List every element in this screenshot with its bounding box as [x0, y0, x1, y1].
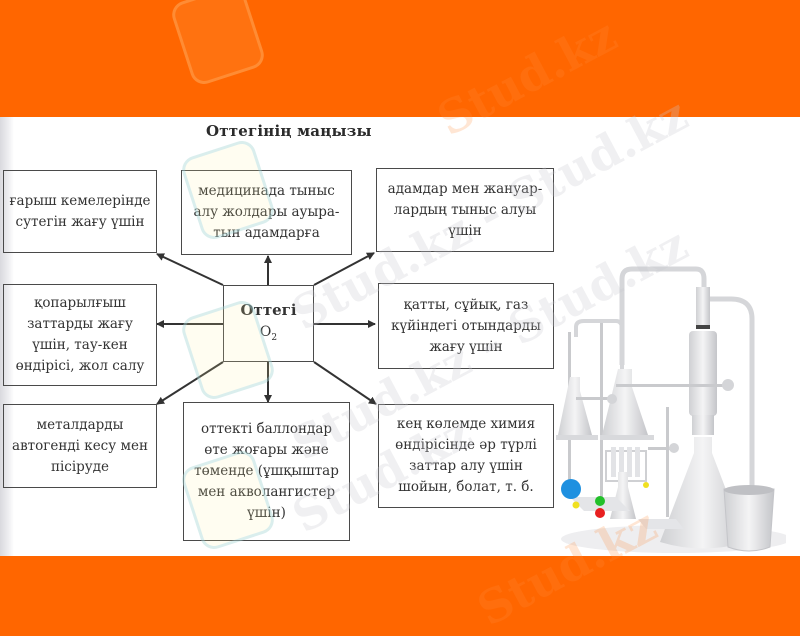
- box-text-line: металдарды: [36, 416, 124, 433]
- box-text-line: оттекті баллондар: [200, 421, 333, 437]
- box-text-line: алу жолдары ауыра-: [193, 204, 340, 220]
- box-text-line: үшін, тау-кен: [32, 337, 128, 353]
- box-fuels: қатты, сұйық, газ күйіндегі отындарды жа…: [378, 283, 554, 369]
- box-text-line: жағу үшін: [429, 338, 503, 355]
- center-name: Оттегі: [240, 300, 297, 319]
- formula-base: O: [259, 323, 272, 340]
- slide-content: Оттегінің маңызы ғарыш кеме: [0, 87, 800, 556]
- formula-sub: 2: [271, 332, 278, 343]
- box-text-line: үшін: [448, 222, 482, 239]
- top-orange-band: [0, 0, 800, 117]
- box-text-line: өте жоғары және: [204, 442, 329, 458]
- box-text-line: сутегін жағу үшін: [15, 213, 145, 230]
- box-space-ships: ғарыш кемелерінде сутегін жағу үшін: [3, 170, 157, 253]
- box-breathing: адамдар мен жануар- лардың тыныс алуы үш…: [376, 168, 554, 252]
- box-text-line: лардың тыныс алуы: [393, 201, 537, 218]
- lab-glassware-illustration: [556, 266, 786, 553]
- box-oxygen-cylinders: оттекті баллондар өте жоғары және төменд…: [183, 402, 350, 541]
- box-text-line: ғарыш кемелерінде: [9, 192, 151, 209]
- diagram-title: Оттегінің маңызы: [206, 122, 372, 140]
- center-box-oxygen: Оттегі O2: [223, 285, 314, 362]
- box-text-line: медицинада тыныс: [198, 183, 335, 199]
- box-text-line: қопарылғыш: [34, 295, 126, 311]
- blue-ball: [561, 479, 581, 499]
- bottom-orange-band: [0, 556, 800, 600]
- box-text-line: төменде (ұшқыштар: [194, 463, 339, 479]
- box-text-line: үшін): [247, 505, 286, 521]
- box-text-line: мен акволангистер: [197, 484, 336, 500]
- box-text-line: өндірісі, жол салу: [15, 358, 145, 374]
- box-text-line: қатты, сұйық, газ: [403, 296, 529, 313]
- box-text-line: күйіндегі отындарды: [391, 317, 541, 334]
- box-text-line: адамдар мен жануар-: [387, 180, 543, 197]
- box-text-line: заттарды жағу: [27, 316, 133, 332]
- box-text-line: шойын, болат, т. б.: [398, 479, 534, 495]
- box-explosives: қопарылғыш заттарды жағу үшін, тау-кен ө…: [3, 284, 157, 386]
- center-formula: O2: [260, 321, 277, 349]
- box-text-line: өндірісінде әр түрлі: [395, 437, 537, 453]
- box-text-line: кең көлемде химия: [396, 416, 536, 432]
- box-welding: металдарды автогенді кесу мен пісіруде: [3, 404, 157, 488]
- box-medicine: медицинада тыныс алу жолдары ауыра- тын …: [181, 170, 352, 255]
- box-text-line: автогенді кесу мен: [12, 437, 148, 454]
- box-text-line: тын адамдарға: [213, 225, 320, 241]
- box-chemical-industry: кең көлемде химия өндірісінде әр түрлі з…: [378, 404, 554, 508]
- box-text-line: пісіруде: [50, 458, 110, 475]
- box-text-line: заттар алу үшін: [409, 458, 523, 474]
